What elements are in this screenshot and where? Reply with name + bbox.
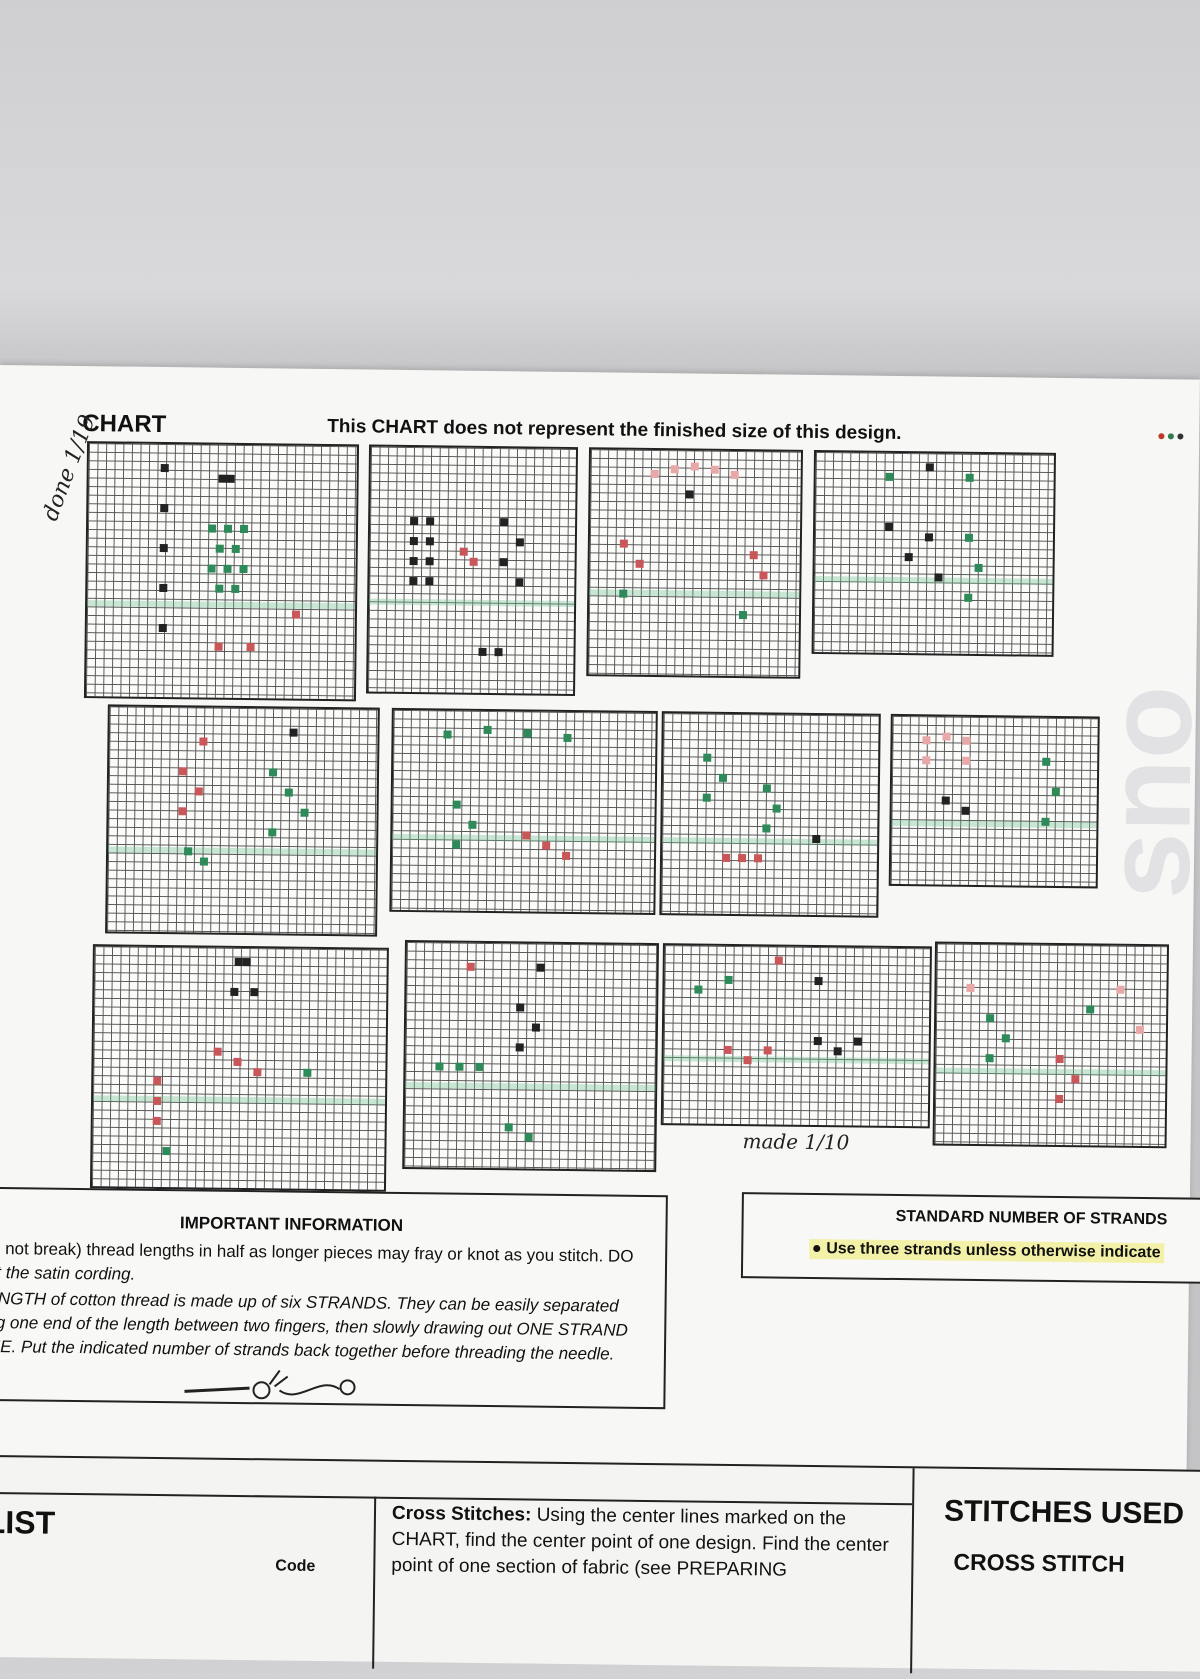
instructions-heading: Cross Stitches: — [391, 1502, 532, 1526]
chart-grid-wheelbarrow-tree — [659, 711, 881, 918]
code-column-label: Code — [275, 1557, 316, 1575]
materials-list-column: LIST Code — [0, 1491, 377, 1669]
bullet-icon — [813, 1245, 821, 1253]
chart-grid-horse-and-sleigh — [660, 943, 932, 1129]
cross-stitch-label: CROSS STITCH — [953, 1548, 1125, 1577]
stitches-used-column: STITCHES USED CROSS STITCH — [910, 1468, 1200, 1677]
info-line: ut the satin cording. — [0, 1262, 136, 1284]
standard-strands-title: STANDARD NUMBER OF STRANDS — [895, 1208, 1168, 1229]
standard-strands-text: Use three strands unless otherwise indic… — [809, 1238, 1165, 1264]
info-line: ng one end of the length between two fin… — [0, 1312, 629, 1340]
info-line: ENGTH of cotton thread is made up of six… — [0, 1288, 619, 1316]
chart-grid-skater-with-sled — [389, 707, 658, 916]
chart-grid-couple-pink-moon — [932, 941, 1170, 1149]
cross-stitch-instructions: Cross Stitches: Using the center lines m… — [391, 1501, 912, 1585]
chart-grid-carolers-pink-sky — [586, 447, 804, 679]
handwritten-made-note: made 1/10 — [742, 1129, 850, 1155]
chart-grid-couple-with-wreath — [366, 444, 579, 697]
standard-strands-box: STANDARD NUMBER OF STRANDS Use three str… — [740, 1192, 1200, 1284]
chart-grid-snowman — [89, 944, 389, 1192]
color-dots: ●●● — [1157, 427, 1186, 444]
chart-grid-skating-couple — [105, 704, 380, 937]
standard-strands-line: Use three strands unless otherwise indic… — [826, 1240, 1161, 1262]
stitches-used-title: STITCHES USED — [943, 1494, 1185, 1531]
bottom-instructions-band: LIST Code Cross Stitches: Using the cent… — [0, 1454, 1200, 1677]
needle-thread-ornament-icon — [184, 1369, 356, 1400]
instruction-sheet: sno ●●● CHART This CHART does not repres… — [0, 365, 1200, 1677]
info-line: ME. Put the indicated number of strands … — [0, 1336, 615, 1364]
list-title: LIST — [0, 1503, 56, 1541]
chart-grid-woman-with-lantern — [402, 939, 659, 1173]
chart-grid-lamplighter — [83, 441, 360, 702]
important-information-title: IMPORTANT INFORMATION — [179, 1213, 404, 1235]
chart-size-note: This CHART does not represent the finish… — [327, 416, 902, 445]
chart-grid-three-gentlemen — [811, 449, 1057, 657]
info-line: lo not break) thread lengths in half as … — [0, 1238, 634, 1266]
cross-stitch-instructions-column: Cross Stitches: Using the center lines m… — [372, 1496, 913, 1676]
chart-grid-sleigh-pink-sun — [888, 713, 1100, 889]
important-information-box: IMPORTANT INFORMATION lo not break) thre… — [0, 1186, 668, 1410]
